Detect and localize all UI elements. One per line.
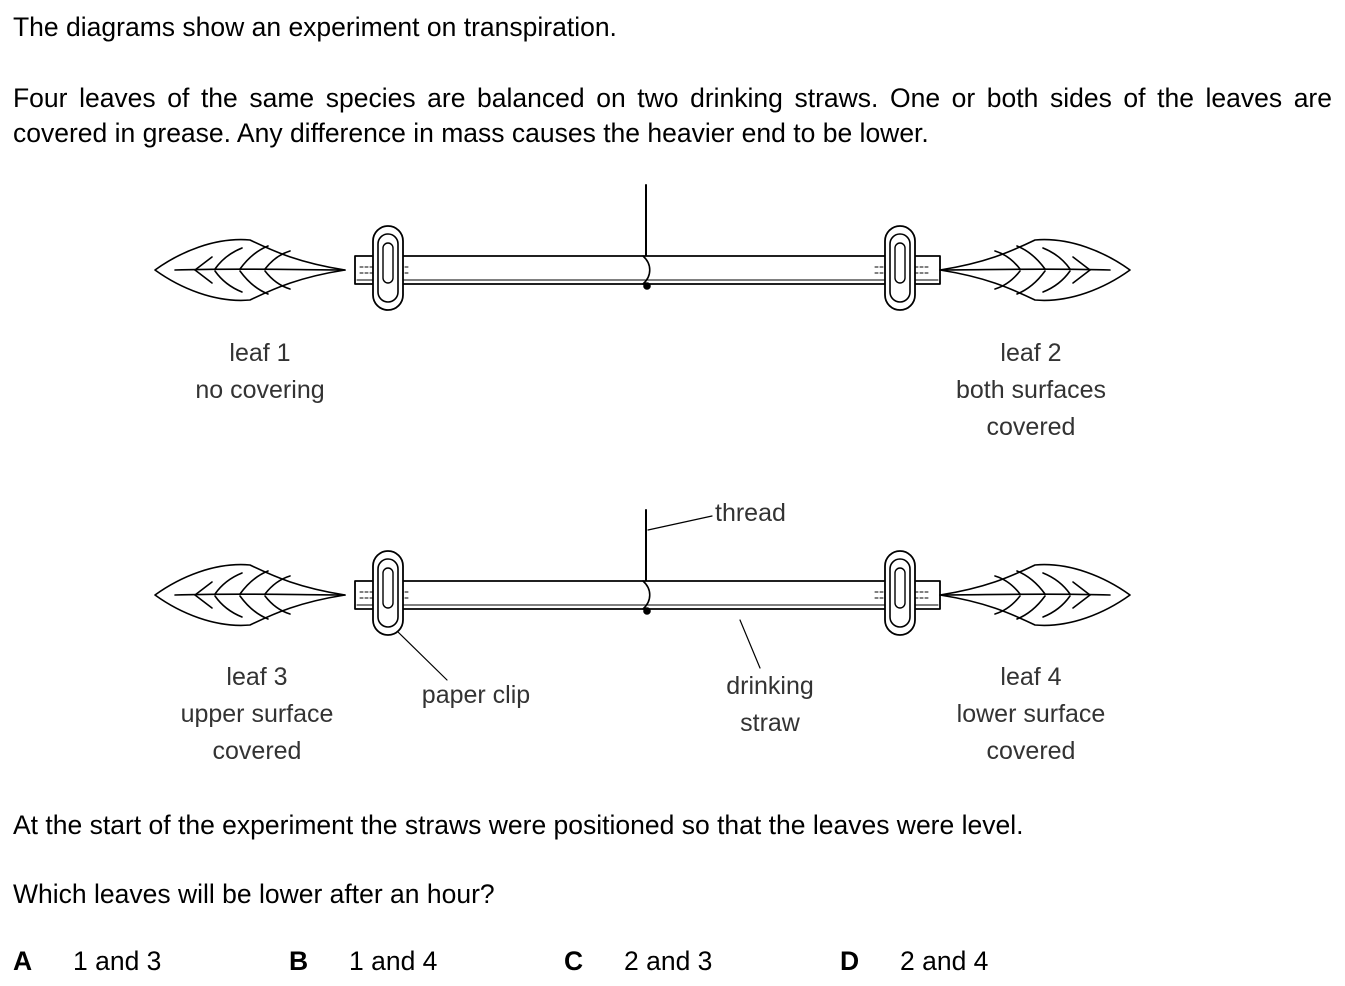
option-d-letter: D	[840, 946, 860, 976]
option-b[interactable]: B 1 and 4	[289, 943, 437, 979]
intro-text: The diagrams show an experiment on trans…	[13, 12, 617, 42]
option-a-letter: A	[13, 946, 33, 976]
option-c[interactable]: C 2 and 3	[564, 943, 712, 979]
option-a[interactable]: A 1 and 3	[13, 943, 161, 979]
leaf-3-label: leaf 3 upper surface covered	[180, 663, 334, 765]
transpiration-diagram	[0, 184, 1345, 681]
setup-text: Four leaves of the same species are bala…	[13, 83, 1332, 148]
option-b-letter: B	[289, 946, 309, 976]
option-a-text: 1 and 3	[73, 946, 162, 976]
top-balance	[155, 184, 1130, 310]
straw-pointer	[739, 619, 761, 669]
drinking-straw-label: drinking straw	[726, 672, 814, 737]
option-c-text: 2 and 3	[624, 946, 713, 976]
leaf-2-label: leaf 2 both surfaces covered	[955, 339, 1107, 441]
paper-clip-label: paper clip	[421, 681, 531, 709]
answer-options: A 1 and 3 B 1 and 4 C 2 and 3 D 2 and 4	[13, 943, 1333, 979]
option-b-text: 1 and 4	[349, 946, 438, 976]
thread-pointer	[647, 515, 713, 531]
start-text: At the start of the experiment the straw…	[13, 810, 1024, 840]
thread-label: thread	[715, 499, 786, 527]
bottom-balance	[155, 509, 1130, 635]
leaf-1-label: leaf 1 no covering	[195, 339, 325, 404]
question-prompt: Which leaves will be lower after an hour…	[13, 879, 495, 909]
option-d[interactable]: D 2 and 4	[840, 943, 988, 979]
option-c-letter: C	[564, 946, 584, 976]
leaf-4-label: leaf 4 lower surface covered	[956, 663, 1106, 765]
paper-clip-pointer	[397, 631, 448, 681]
option-d-text: 2 and 4	[900, 946, 989, 976]
